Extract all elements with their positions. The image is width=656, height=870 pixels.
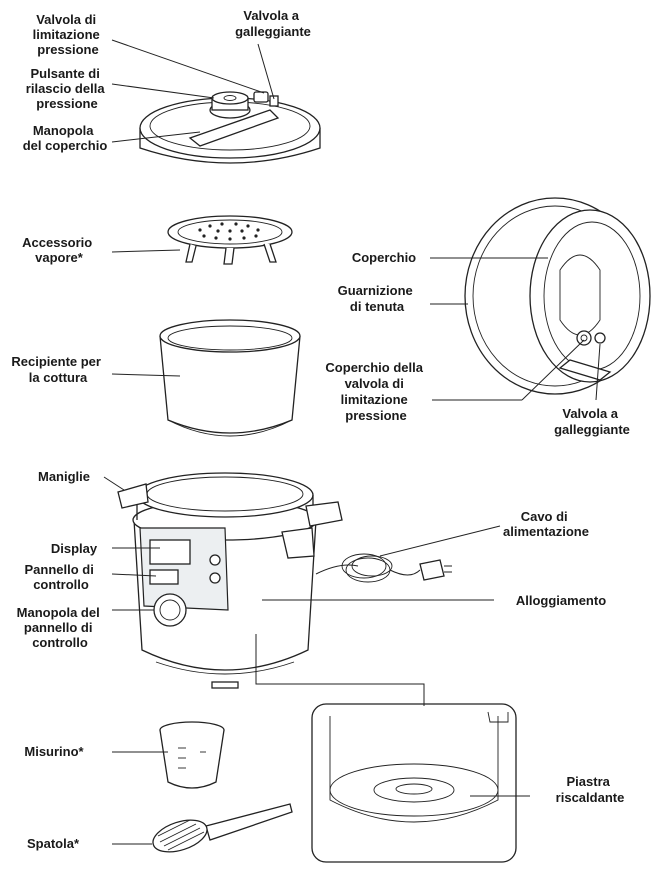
power-cable-illustration — [315, 553, 452, 583]
label-misurino: Misurino* — [24, 744, 84, 759]
label-recipiente: Recipiente per la cottura — [11, 354, 104, 385]
label-display: Display — [51, 541, 98, 556]
label-alloggiamento: Alloggiamento — [516, 593, 606, 608]
label-valvola-galleggiante-side: Valvola a galleggiante — [554, 406, 630, 437]
leader-lines — [103, 39, 601, 845]
label-valvola-galleggiante-top: Valvola a galleggiante — [235, 8, 311, 39]
label-manopola-coperchio: Manopola del coperchio — [23, 123, 108, 153]
label-pulsante-rilascio: Pulsante di rilascio della pressione — [26, 66, 108, 111]
measuring-cup-illustration — [159, 721, 225, 789]
part-labels: Valvola di limitazione pressione Valvola… — [11, 8, 630, 851]
label-cavo: Cavo di alimentazione — [503, 509, 589, 539]
lid-illustration — [139, 91, 321, 164]
inner-pot-illustration — [159, 319, 301, 437]
lid-side-view-illustration — [464, 197, 651, 395]
label-piastra: Piastra riscaldante — [556, 774, 625, 805]
label-valvola-limitazione: Valvola di limitazione pressione — [33, 12, 104, 57]
label-spatola: Spatola* — [27, 836, 80, 851]
label-maniglie: Maniglie — [38, 469, 90, 484]
label-guarnizione: Guarnizione di tenuta — [338, 283, 417, 314]
label-coperchio-valvola: Coperchio della valvola di limitazione p… — [325, 360, 426, 423]
steam-accessory-illustration — [167, 215, 293, 265]
label-accessorio-vapore: Accessorio vapore* — [22, 235, 96, 265]
label-manopola-pannello: Manopola del pannello di controllo — [17, 605, 104, 650]
label-pannello: Pannello di controllo — [25, 562, 98, 592]
heating-plate-detail-illustration — [255, 634, 517, 863]
label-coperchio: Coperchio — [352, 250, 416, 265]
spatula-illustration — [152, 803, 293, 853]
cooker-body-illustration — [117, 472, 343, 689]
